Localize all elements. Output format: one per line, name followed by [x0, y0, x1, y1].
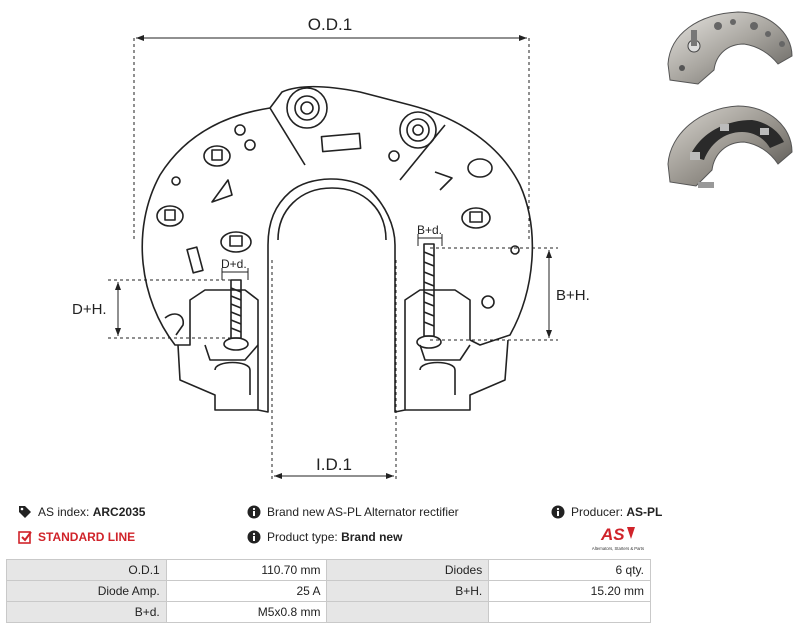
- as-index-value: ARC2035: [92, 505, 146, 519]
- description-row: Brand new AS-PL Alternator rectifier: [247, 505, 459, 519]
- dh-label: D+H.: [72, 301, 107, 318]
- table-row: Diode Amp. 25 A B+H. 15.20 mm: [6, 580, 651, 602]
- rectifier-technical-drawing: O.D.1 I.D.1 D+H. B+H. D+d. B+d.: [72, 15, 590, 480]
- standard-line-label: STANDARD LINE: [38, 530, 136, 544]
- table-row: B+d. M5x0.8 mm: [6, 601, 651, 623]
- spec-key: Diode Amp.: [6, 580, 167, 602]
- spec-value: 110.70 mm: [165, 559, 328, 581]
- description-text: Brand new AS-PL Alternator rectifier: [267, 505, 459, 519]
- spec-key: O.D.1: [6, 559, 167, 581]
- spec-key: [326, 601, 490, 623]
- spec-key: B+H.: [326, 580, 490, 602]
- info-icon: [247, 530, 261, 544]
- product-type-value: Brand new: [341, 530, 403, 544]
- checkbox-checked-icon: [18, 531, 32, 544]
- as-index-row: AS index: ARC2035: [18, 505, 145, 519]
- diode-right-top: [467, 158, 493, 178]
- bh-label: B+H.: [556, 287, 590, 304]
- spec-value: 6 qty.: [488, 559, 651, 581]
- dd-label: D+d.: [221, 257, 247, 271]
- right-stud: [416, 243, 442, 349]
- product-type-row: Product type: Brand new: [247, 530, 402, 544]
- id-label: I.D.1: [316, 455, 352, 474]
- info-icon: [247, 505, 261, 519]
- producer-row: Producer: AS-PL: [551, 505, 662, 519]
- spec-value: M5x0.8 mm: [165, 601, 328, 623]
- bd-label: B+d.: [417, 223, 442, 237]
- as-pl-logo: AS Alternators, Starters & Parts: [592, 525, 644, 551]
- info-icon: [551, 505, 565, 519]
- product-type-label: Product type:: [267, 530, 338, 544]
- spec-key: Diodes: [326, 559, 490, 581]
- svg-text:AS: AS: [600, 525, 625, 544]
- top-terminal: [286, 87, 328, 129]
- diode-left-mid: [156, 205, 184, 227]
- diode-right-mid: [461, 207, 491, 229]
- right-terminal: [399, 111, 437, 149]
- product-photo-back: [660, 94, 798, 194]
- producer-label: Producer:: [571, 505, 624, 519]
- as-index-label: AS index:: [38, 505, 90, 519]
- spec-value: 25 A: [165, 580, 328, 602]
- tags-icon: [19, 506, 31, 518]
- standard-line-row: STANDARD LINE: [18, 530, 135, 544]
- od-label: O.D.1: [308, 15, 352, 34]
- table-row: O.D.1 110.70 mm Diodes 6 qty.: [6, 559, 651, 581]
- spec-value: [488, 601, 651, 623]
- product-photo-front: [658, 4, 798, 94]
- spec-key: B+d.: [6, 601, 167, 623]
- diode-left-bottom: [220, 231, 252, 253]
- rectifier-outline: [141, 85, 534, 413]
- spec-value: 15.20 mm: [488, 580, 651, 602]
- spec-table: O.D.1 110.70 mm Diodes 6 qty. Diode Amp.…: [6, 559, 651, 623]
- producer-value: AS-PL: [626, 505, 663, 519]
- svg-text:Alternators, Starters & Parts: Alternators, Starters & Parts: [592, 546, 644, 551]
- diode-left-top: [203, 145, 231, 167]
